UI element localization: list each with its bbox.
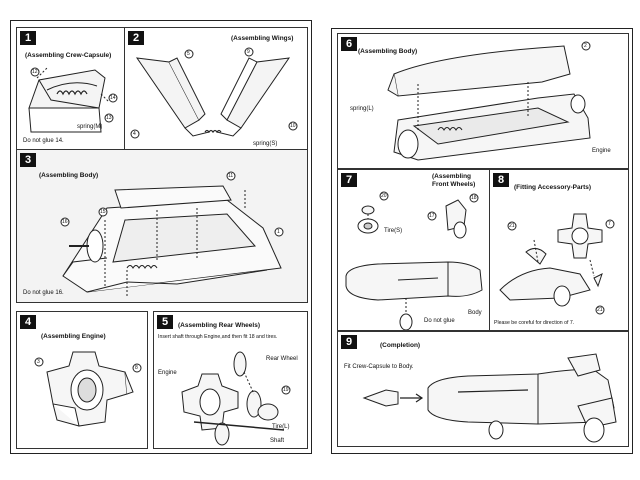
step-title: (Assembling Engine) xyxy=(41,333,106,340)
step-title: (Assembling Wings) xyxy=(231,35,294,42)
callout-21-second: 21 xyxy=(597,307,603,313)
step-title: (Assembling Front Wheels) xyxy=(432,173,476,188)
callout-10: 10 xyxy=(290,123,296,129)
step-title: (Assembling Body) xyxy=(358,48,418,55)
step-number: 2 xyxy=(128,31,144,45)
crew-capsule-drawing xyxy=(17,28,125,150)
engine-label: Engine xyxy=(592,148,611,154)
callout-8: 8 xyxy=(135,365,138,371)
callout-16: 16 xyxy=(62,219,68,225)
callout-20: 20 xyxy=(381,193,387,199)
body-assembly-drawing xyxy=(17,150,307,302)
callout-18: 18 xyxy=(471,195,477,201)
step-title: (Completion) xyxy=(380,342,421,349)
step-3-panel: 3 (Assembling Body) xyxy=(16,149,308,303)
step-number: 4 xyxy=(20,315,36,329)
spring-label: spring(L) xyxy=(350,106,374,112)
step-number: 9 xyxy=(341,335,357,349)
callout-9: 9 xyxy=(247,49,250,55)
rear-wheels-drawing xyxy=(154,312,307,448)
step-title: (Assembling Rear Wheels) xyxy=(178,322,260,329)
shaft-label: Shaft xyxy=(270,438,285,444)
tire-label: Tire(S) xyxy=(384,228,403,234)
fit-instruction: Fit Crew-Capsule to Body. xyxy=(344,364,414,370)
front-wheels-drawing xyxy=(338,170,490,330)
callout-1: 1 xyxy=(277,229,280,235)
callout-19: 19 xyxy=(283,387,289,393)
step-instruction: Insert shaft through Engine,and then fit… xyxy=(158,334,278,340)
step-number: 6 xyxy=(341,37,357,51)
left-instruction-page: 1 (Assembling Crew-Capsule) 12 14 13 spr… xyxy=(10,20,312,454)
step-number: 7 xyxy=(341,173,357,187)
step-1-panel: 1 (Assembling Crew-Capsule) 12 14 13 spr… xyxy=(16,27,126,151)
callout-5: 5 xyxy=(187,51,190,57)
callout-12: 12 xyxy=(32,69,38,75)
step-6-panel: 6 (Assembling Body) 2 spring(L) Engine xyxy=(337,33,629,169)
step-note: Do not glue 14. xyxy=(23,138,64,144)
spring-label: spring(S) xyxy=(253,141,278,147)
tire-label: Tire(L) xyxy=(272,424,290,430)
step-title: (Assembling Body) xyxy=(39,172,99,179)
engine-drawing xyxy=(17,312,147,448)
callout-4: 4 xyxy=(133,131,136,137)
engine-label: Engine xyxy=(158,370,177,376)
step-number: 8 xyxy=(493,173,509,187)
body-assembly-drawing xyxy=(338,34,628,168)
callout-14: 14 xyxy=(110,95,116,101)
no-glue-label: Do not glue xyxy=(424,318,455,324)
callout-2: 2 xyxy=(584,43,587,49)
step-number: 5 xyxy=(157,315,173,329)
callout-13: 13 xyxy=(106,115,112,121)
spring-label: spring(M) xyxy=(77,124,103,130)
completed-model-drawing xyxy=(338,332,628,446)
accessory-parts-drawing xyxy=(490,170,628,330)
step-8-panel: 8 (Fitting Accessory-Parts) 21 7 21 Plea… xyxy=(489,169,629,331)
step-number: 1 xyxy=(20,31,36,45)
callout-11: 11 xyxy=(228,173,234,179)
step-9-panel: 9 (Completion) Fit Crew-Capsule to Body. xyxy=(337,331,629,447)
step-note: Please be coreful for direction of 7. xyxy=(494,320,575,326)
step-number: 3 xyxy=(20,153,36,167)
callout-17: 17 xyxy=(429,213,435,219)
wings-drawing xyxy=(125,28,307,150)
callout-3: 3 xyxy=(37,359,40,365)
callout-21: 21 xyxy=(509,223,515,229)
right-instruction-page: 6 (Assembling Body) 2 spring(L) Engine 7 xyxy=(331,28,633,454)
callout-7: 7 xyxy=(608,221,611,227)
step-note: Do not glue 16. xyxy=(23,290,64,296)
callout-15: 15 xyxy=(100,209,106,215)
step-4-panel: 4 (Assembling Engine) 3 8 xyxy=(16,311,148,449)
step-7-panel: 7 (Assembling Front Wheels) 20 xyxy=(337,169,491,331)
body-label: Body xyxy=(468,310,482,316)
step-title: (Fitting Accessory-Parts) xyxy=(514,184,592,191)
rear-wheel-label: Rear Wheel xyxy=(266,356,298,362)
step-5-panel: 5 (Assembling Rear Wheels) Insert shaft … xyxy=(153,311,308,449)
step-2-panel: 2 (Assembling Wings) 5 9 4 10 spring(S) xyxy=(124,27,308,151)
step-title: (Assembling Crew-Capsule) xyxy=(25,52,112,59)
